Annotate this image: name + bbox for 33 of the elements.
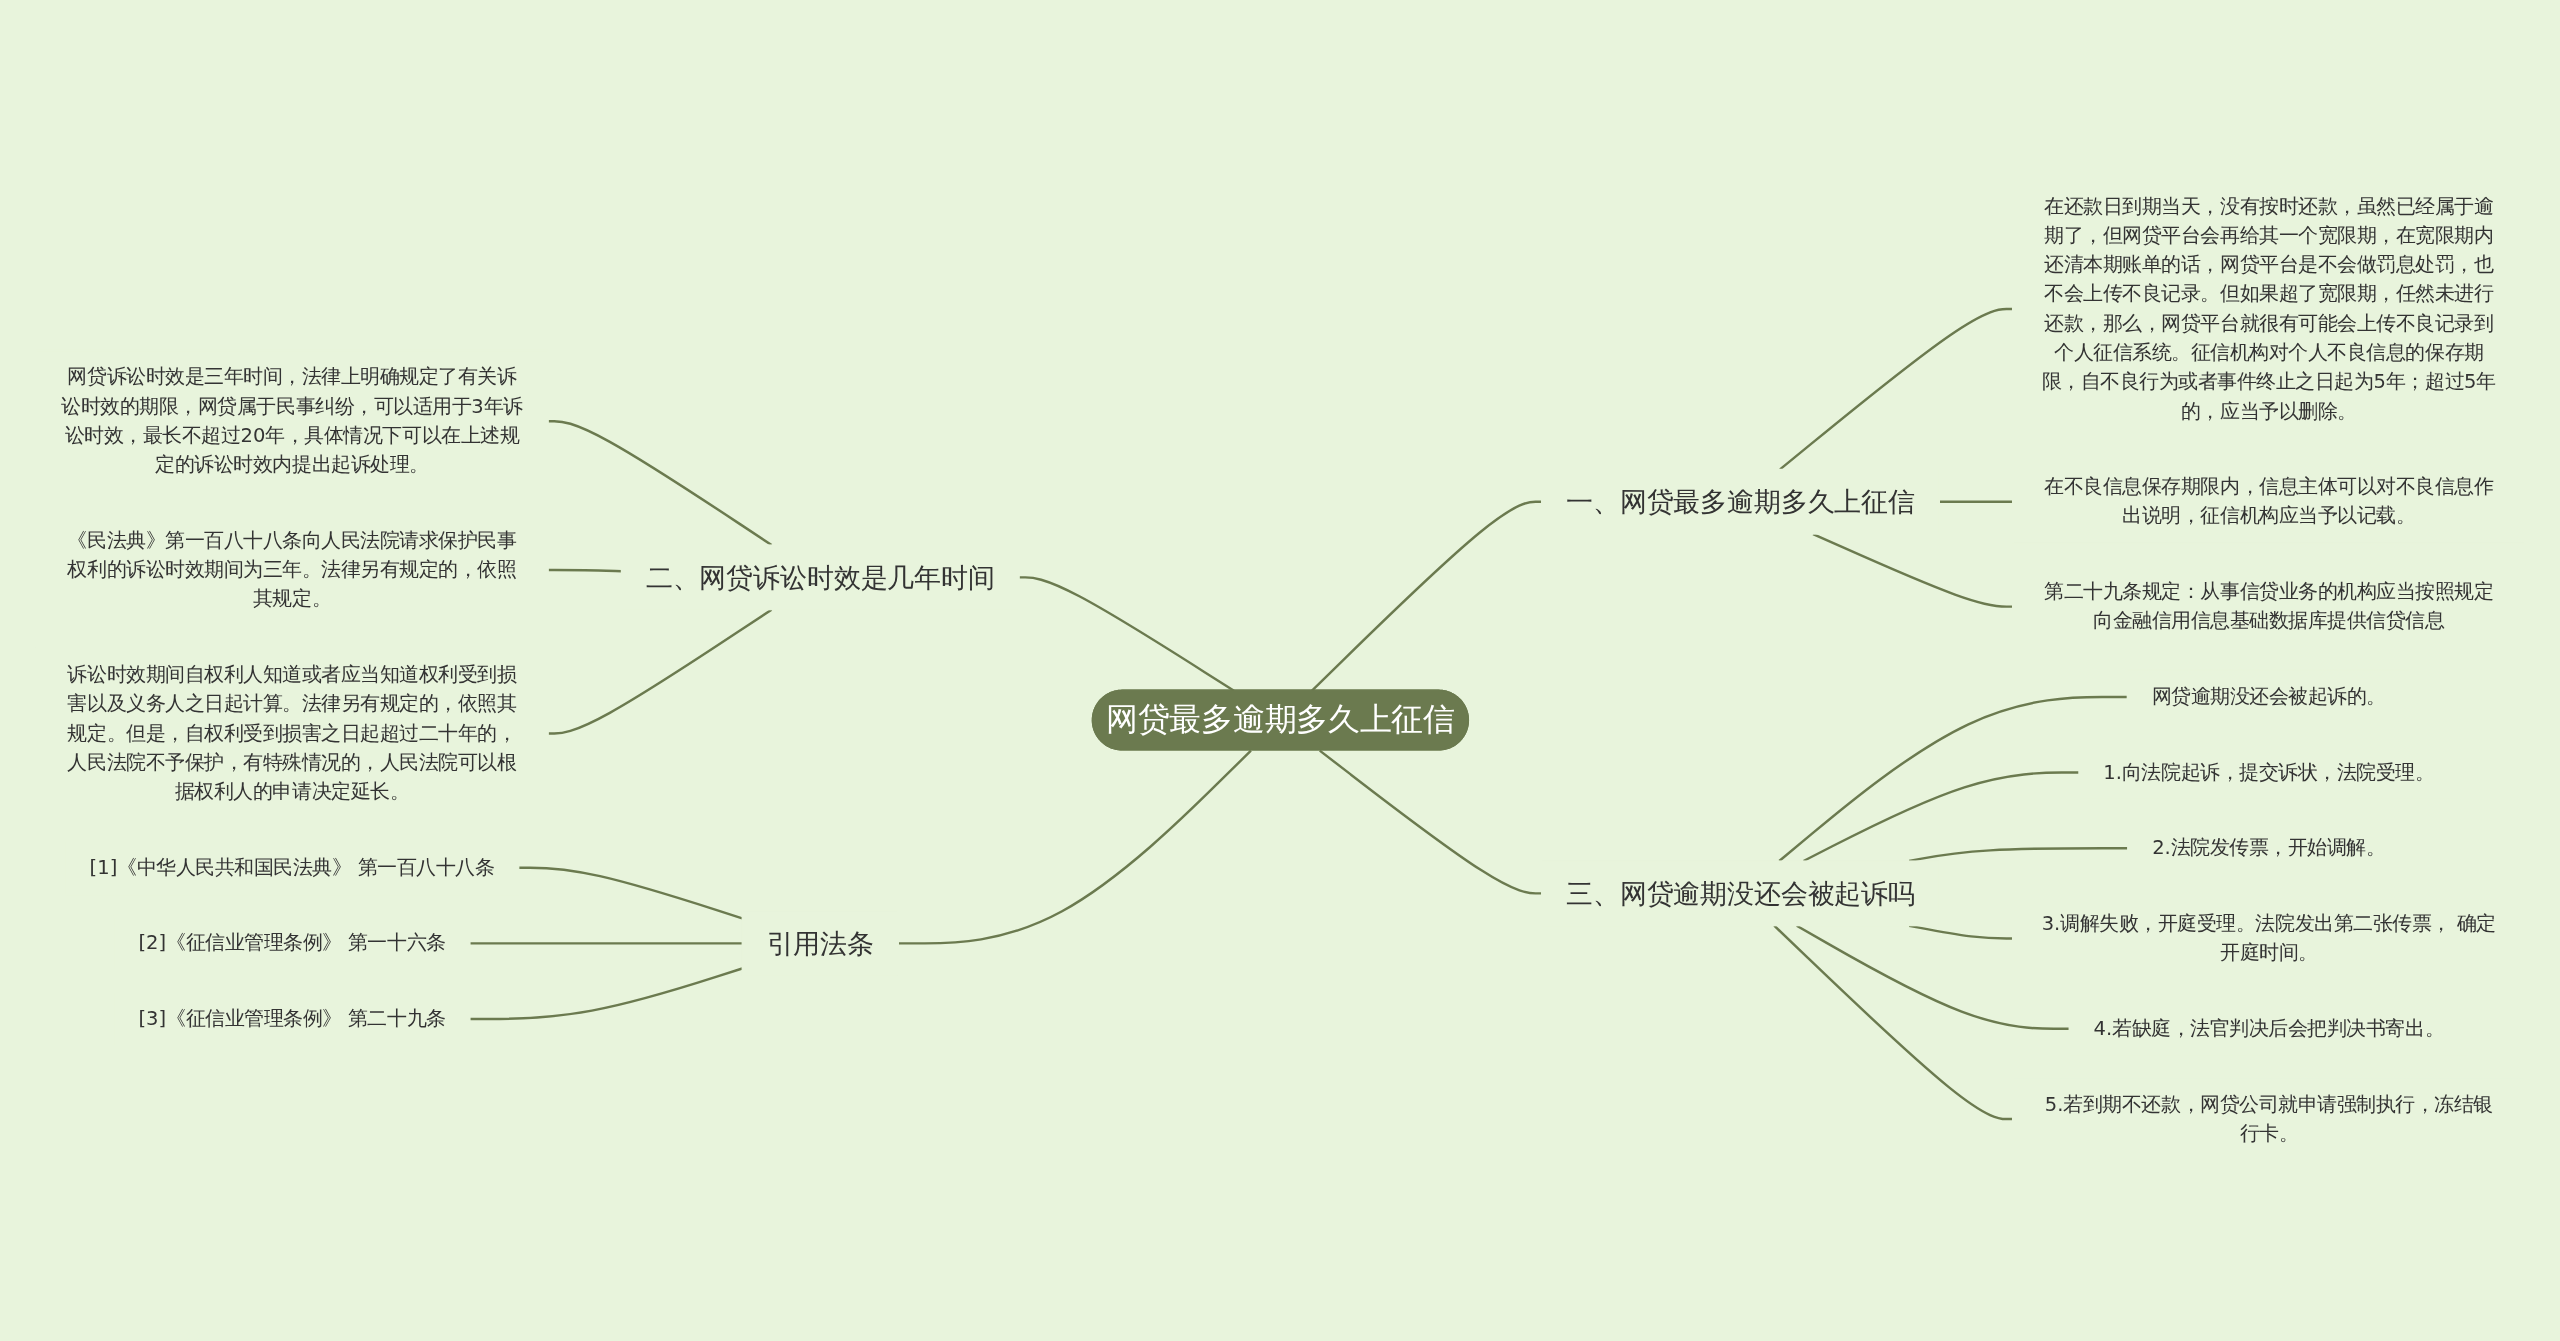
connector <box>1939 500 2013 504</box>
node-text: 网贷逾期没还会被起诉的。 <box>2151 685 2386 709</box>
node-text: 在还款日到期当天，没有按时还款，虽然已经属于逾期了，但网贷平台会再给其一个宽限期，在宽限期内还清本期账单的话，网贷平台是不会做罚息处罚，也不会上传不良记录。但如果超了宽限期，任然未进行还款，那么，网贷平台就很有可能会上传不良记录到个人征信系统。征信机构对个人不良信息的保存期限，自不良行为或者事件终止之日起为5年；超过5年的，应当予以删除。 <box>2041 194 2496 423</box>
node-text: 2.法院发传票，开始调解。 <box>2151 836 2386 860</box>
node-text: 《民法典》第一百八十八条向人民法院请求保护民事权利的诉讼时效期间为三年。法律另有规定的，依照其规定。 <box>67 528 517 611</box>
connector <box>1908 847 2128 863</box>
node-text: 4.若缺庭，法官判决后会把判决书寄出。 <box>2093 1017 2444 1041</box>
connector <box>1778 696 2127 863</box>
node-text: [2]《征信业管理条例》 第一十六条 <box>138 931 446 955</box>
connector <box>897 750 1252 945</box>
connector <box>469 942 742 945</box>
node-text: 1.向法院起诉，提交诉状，法院受理。 <box>2102 760 2434 784</box>
connector <box>1773 925 2013 1121</box>
node-text: [3]《征信业管理条例》 第二十九条 <box>138 1007 446 1031</box>
connector <box>1812 533 2013 609</box>
node-text: 一、网贷最多逾期多久上征信 <box>1565 486 1915 518</box>
node-text: 3.调解失败，开庭受理。法院发出第二张传票， 确定开庭时间。 <box>2041 912 2496 965</box>
connector <box>547 569 622 573</box>
connector <box>547 609 772 736</box>
node-text: 第二十九条规定：从事信贷业务的机构应当按照规定向金融信用信息基础数据库提供信贷信息 <box>2043 580 2493 633</box>
connector <box>1318 750 1542 895</box>
connector <box>1795 925 2069 1031</box>
node-text: 在不良信息保存期限内，信息主体可以对不良信息作出说明，征信机构应当予以记载。 <box>2043 475 2493 528</box>
node-text: 网贷诉讼时效是三年时间，法律上明确规定了有关诉讼时效的期限，网贷属于民事纠纷，可以适用于3年诉讼时效，最长不超过20年，具体情况下可以在上述规定的诉讼时效内提出起诉处理。 <box>60 365 523 477</box>
connector <box>547 420 772 547</box>
node-text: 5.若到期不还款，网贷公司就申请强制执行，冻结银行卡。 <box>2044 1092 2493 1146</box>
connector <box>1802 771 2079 863</box>
node-text: 诉讼时效期间自权利人知道或者应当知道权利受到损害以及义务人之日起计算。法律另有规定的，依照其规定。但是，自权利受到损害之日起超过二十年的，人民法院不予保护，有特殊情况的，人民法院可以根据权利人的申请决定延长。 <box>67 663 517 804</box>
node-text: 二、网贷诉讼时效是几年时间 <box>645 562 995 594</box>
connector <box>1778 308 2013 471</box>
node-text: [1]《中华人民共和国民法典》 第一百八十八条 <box>89 855 494 880</box>
node-text: 三、网贷逾期没还会被起诉吗 <box>1565 878 1915 910</box>
node-text: 引用法条 <box>766 928 874 960</box>
